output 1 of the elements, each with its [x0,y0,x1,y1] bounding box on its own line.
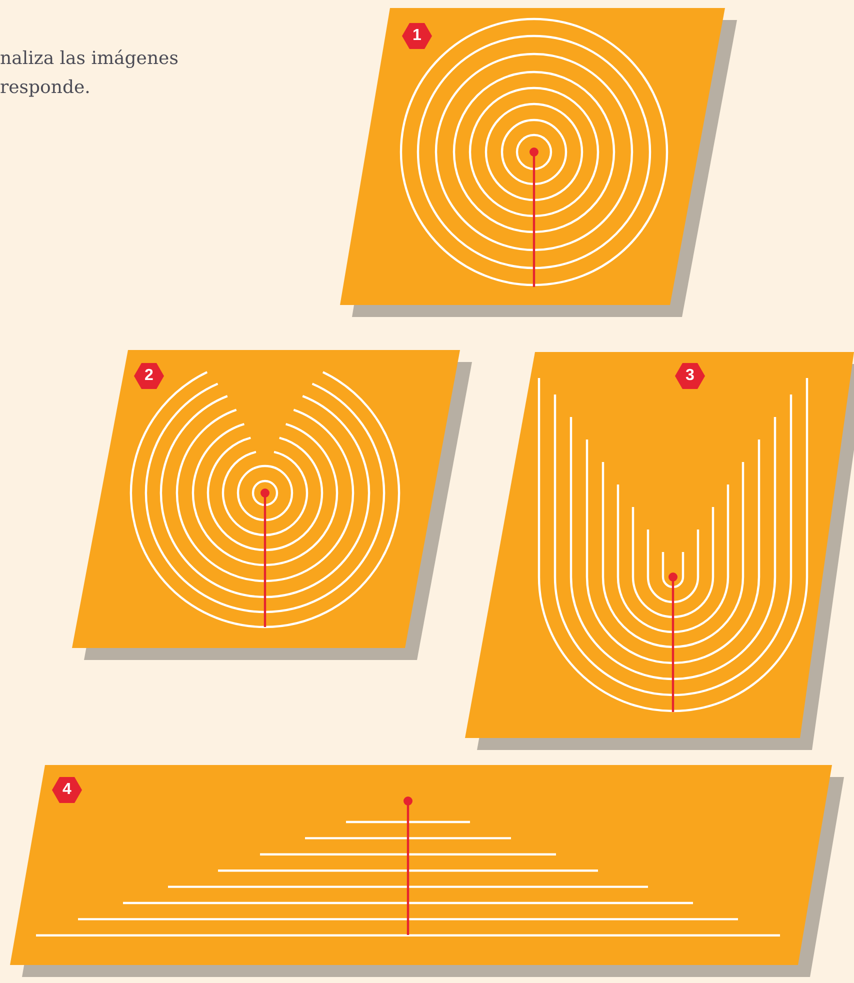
instruction-text: naliza las imágenes responde. [0,47,180,100]
